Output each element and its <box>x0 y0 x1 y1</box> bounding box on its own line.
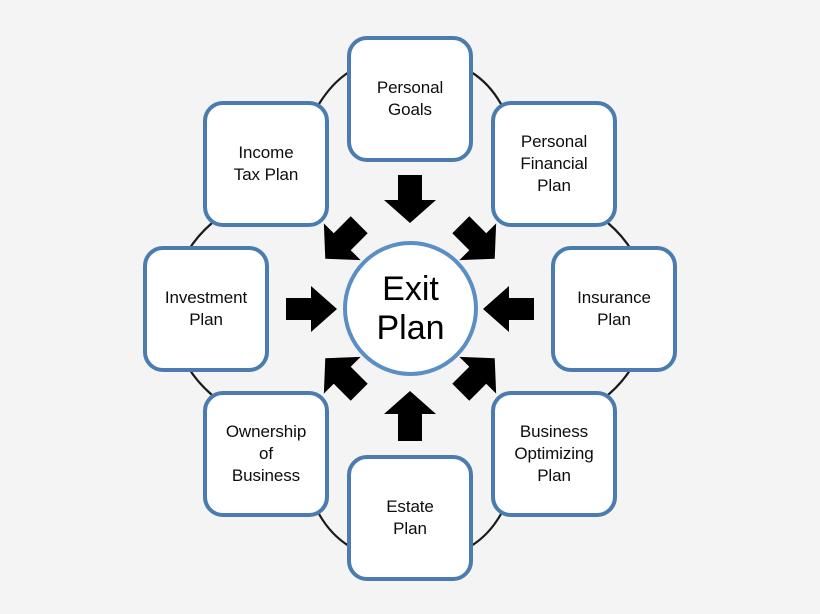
arrow-top-left <box>323 216 368 261</box>
node-investment-plan[interactable]: Investment Plan <box>143 246 269 372</box>
arrow-bottom <box>384 391 436 441</box>
node-label-investment-plan: Investment Plan <box>164 288 248 329</box>
node-label-personal-goals: Personal Goals <box>376 78 444 119</box>
connector-personal-goals-to-personal-financial <box>470 71 502 105</box>
node-personal-goals[interactable]: Personal Goals <box>347 36 473 162</box>
arrow-right <box>483 286 534 332</box>
center-label-exit-plan: Exit Plan <box>376 270 445 347</box>
node-label-income-tax-plan: Income Tax Plan <box>233 143 299 184</box>
arrow-bottom-right <box>452 356 497 401</box>
arrow-bottom-left <box>323 356 368 401</box>
connector-business-optimizing-to-estate <box>470 513 502 547</box>
node-exit-plan-center[interactable]: Exit Plan <box>343 241 478 376</box>
connector-estate-to-ownership <box>318 513 350 547</box>
node-estate-plan[interactable]: Estate Plan <box>347 455 473 581</box>
arrow-top-right <box>452 216 497 261</box>
node-label-insurance-plan: Insurance Plan <box>577 288 651 329</box>
node-ownership-of-business[interactable]: Ownership of Business <box>203 391 329 517</box>
arrow-top <box>384 175 436 223</box>
arrow-left <box>286 286 337 332</box>
node-insurance-plan[interactable]: Insurance Plan <box>551 246 677 372</box>
node-business-optimizing-plan[interactable]: Business Optimizing Plan <box>491 391 617 517</box>
node-label-estate-plan: Estate Plan <box>386 497 434 538</box>
node-income-tax-plan[interactable]: Income Tax Plan <box>203 101 329 227</box>
node-label-business-optimizing-plan: Business Optimizing Plan <box>514 422 594 485</box>
node-label-ownership-of-business: Ownership of Business <box>225 422 307 485</box>
connector-income-tax-to-personal-goals <box>318 71 350 105</box>
node-personal-financial-plan[interactable]: Personal Financial Plan <box>491 101 617 227</box>
node-label-personal-financial-plan: Personal Financial Plan <box>520 132 588 195</box>
